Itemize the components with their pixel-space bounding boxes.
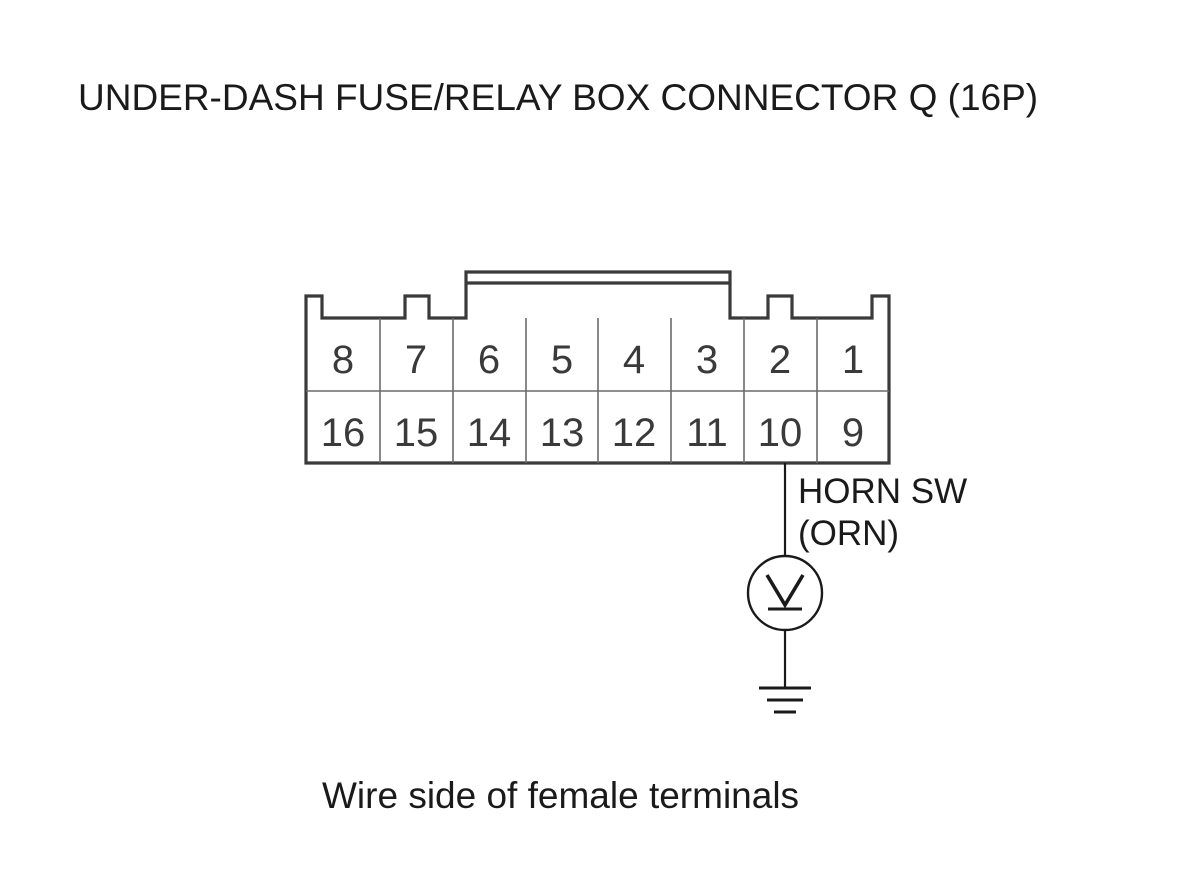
terminal-number: 2: [769, 338, 791, 382]
terminal-number: 15: [394, 411, 439, 455]
diagram-title: UNDER-DASH FUSE/RELAY BOX CONNECTOR Q (1…: [78, 77, 1038, 118]
connector-housing: [304, 270, 891, 465]
terminal-row-top: 8 7 6 5 4 3 2 1: [332, 338, 864, 382]
terminal-number: 8: [332, 338, 354, 382]
diagram-caption: Wire side of female terminals: [322, 775, 799, 816]
terminal-number: 10: [758, 411, 803, 455]
terminal-number: 3: [696, 338, 718, 382]
wire-label-color: (ORN): [798, 514, 899, 553]
voltmeter-icon: [746, 554, 824, 632]
wire-label-horn-sw: HORN SW: [798, 472, 967, 511]
terminal-number: 14: [467, 411, 512, 455]
terminal-number: 5: [551, 338, 573, 382]
terminal-number: 7: [405, 338, 427, 382]
terminal-number: 16: [321, 411, 366, 455]
ground-icon: [759, 686, 811, 714]
terminal-number: 13: [540, 411, 585, 455]
terminal-row-bottom: 16 15 14 13 12 11 10 9: [321, 411, 864, 455]
terminal-number: 11: [686, 411, 728, 455]
terminal-number: 1: [842, 338, 864, 382]
terminal-number: 6: [478, 338, 500, 382]
terminal-number: 9: [842, 411, 864, 455]
terminal-number: 4: [623, 338, 645, 382]
terminal-number: 12: [612, 411, 657, 455]
